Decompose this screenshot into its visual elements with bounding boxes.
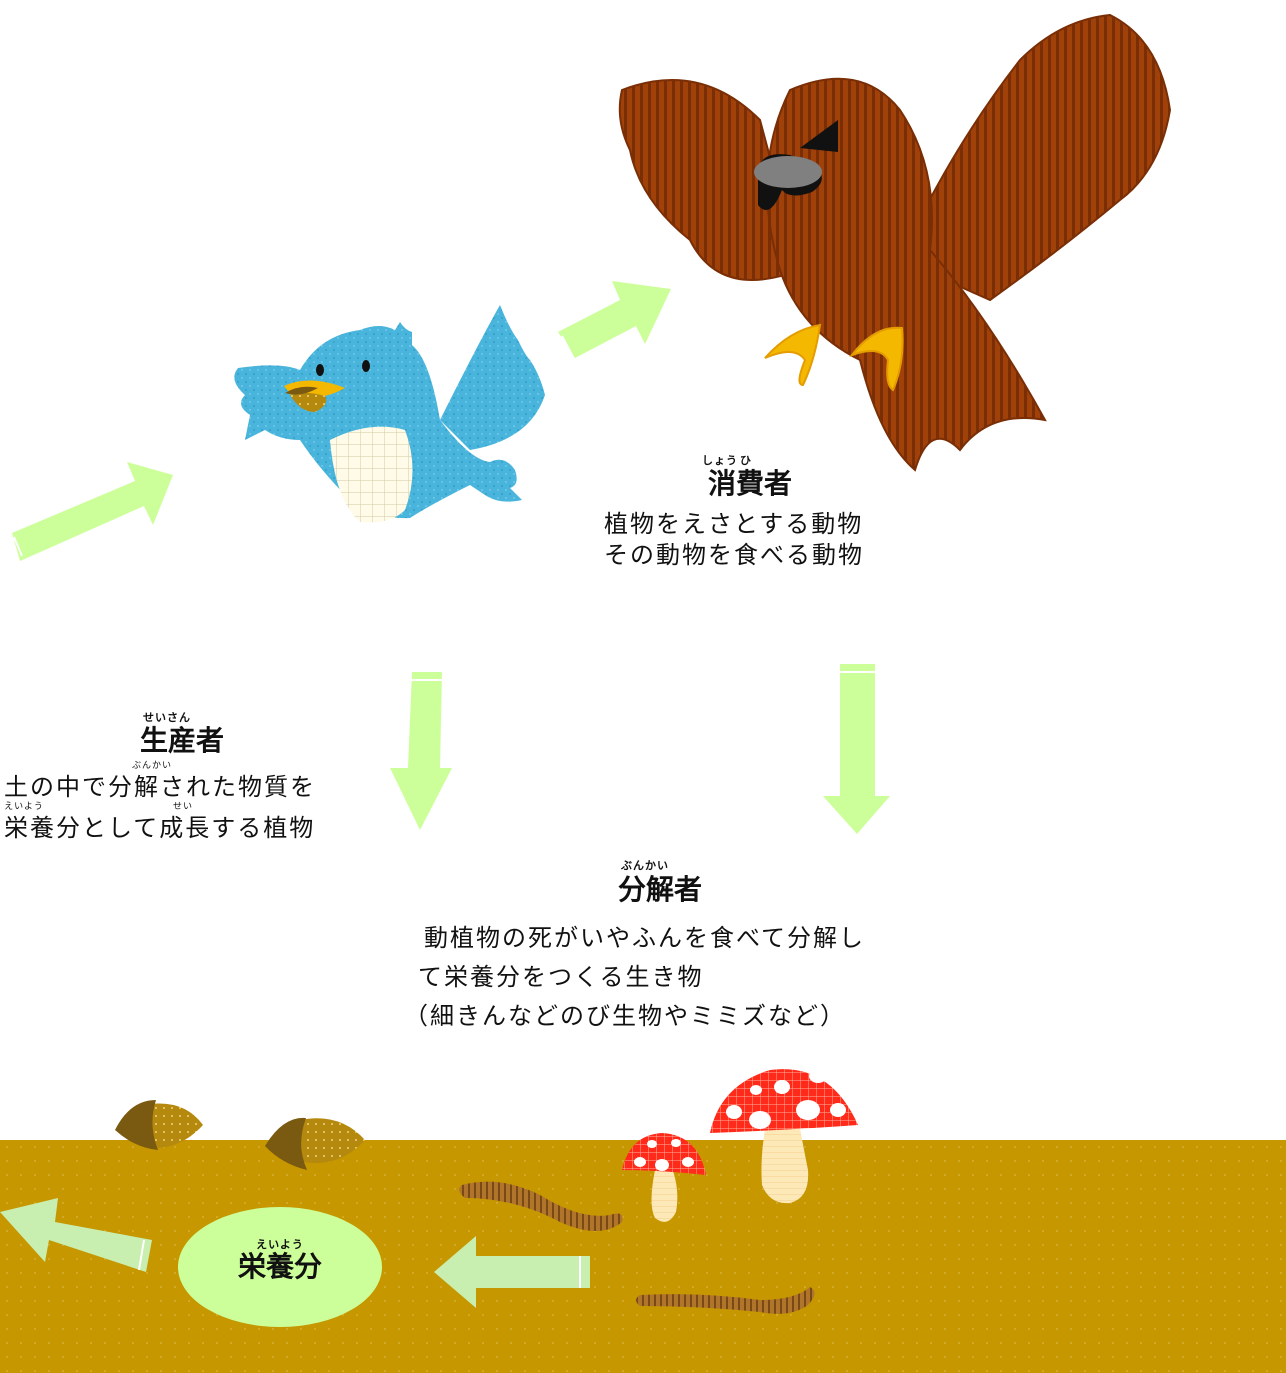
acorn-icon [265,1117,365,1170]
arrow-icon [390,672,452,830]
mushroom-icon [710,1069,858,1204]
earthworm-icon [459,1181,623,1231]
consumer-line-1: 植物をえさとする動物 [604,510,864,538]
arrow-icon [434,1236,590,1308]
bluebird-icon [234,305,545,523]
mushroom-icon [622,1133,706,1222]
arrow-icon [12,462,173,561]
consumer-title: 消費者 [707,467,792,500]
hawk-icon [618,13,1172,472]
decomposer-line-1: 動植物の死がいやふんを食べて分解し [424,924,866,952]
producer-line-2: 栄養分として成長する植物 [4,814,316,842]
decomposer-line-2: て栄養分をつくる生き物 [418,963,704,991]
nutrient-title: 栄養分 [237,1250,322,1283]
acorn-icon [115,1100,203,1150]
nutrient-node: えいよう 栄養分 [178,1207,382,1327]
soil-ground [0,1140,1286,1373]
producer-line-1: 土の中で分解された物質を [4,773,316,801]
decomposer-line-3: （細きんなどのび生物やミミズなど） [404,1002,846,1030]
consumer-ruby-hi: ひ [740,454,752,467]
decomposer-title: 分解者 [617,873,702,906]
producer-ruby: せいさん [143,711,191,724]
nutrient-ruby: えいよう [256,1238,304,1251]
arrow-icon [558,281,671,358]
producer-ruby-sei: せい [172,802,193,812]
producer-title: 生産者 [139,724,224,757]
decomposer-ruby: ぶんかい [621,859,669,872]
consumer-ruby-shou: しょう [702,454,738,467]
consumer-line-2: その動物を食べる動物 [604,541,864,569]
producer-ruby-eiyou: えいよう [4,802,44,812]
earthworm-icon [636,1287,815,1314]
arrow-icon [0,1198,152,1272]
producer-ruby-bunkai: ぶんかい [131,761,172,771]
arrow-icon [823,664,890,834]
